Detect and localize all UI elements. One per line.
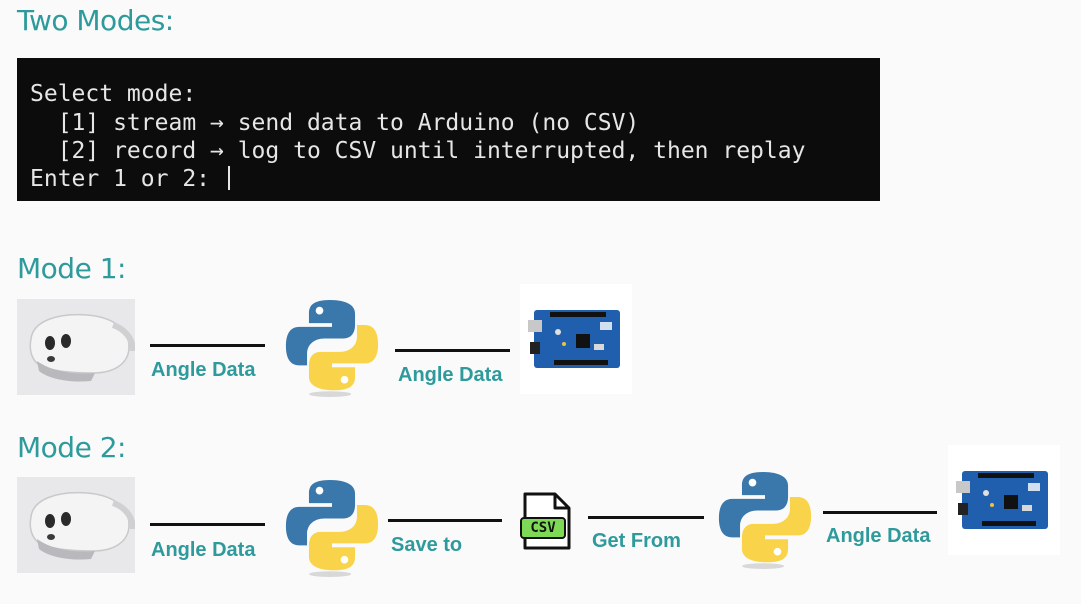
connector-line [588,516,704,519]
two-modes-heading: Two Modes: [17,4,174,37]
vr-headset-icon [17,299,135,395]
connector-line [388,519,502,522]
flow-label-angle-data: Angle Data [151,539,256,561]
csv-icon-label: CSV [530,520,556,536]
connector-line [150,344,265,347]
terminal-prompt-text: Enter 1 or 2: [30,166,224,192]
terminal-prompt-line: Enter 1 or 2: [30,165,230,193]
mode1-heading: Mode 1: [17,252,126,285]
flow-label-angle-data: Angle Data [398,364,503,386]
flow-label-angle-data: Angle Data [826,525,931,547]
terminal-line: [1] stream → send data to Arduino (no CS… [30,110,640,136]
text-cursor[interactable] [227,166,230,190]
python-logo-icon [284,296,380,402]
terminal-line: [2] record → log to CSV until interrupte… [30,138,806,164]
arduino-uno-board-icon [520,284,632,394]
flow-label-angle-data: Angle Data [151,359,256,381]
mode2-heading: Mode 2: [17,431,126,464]
connector-line [150,523,265,526]
flow-label-save-to: Save to [391,534,463,556]
connector-line [823,511,937,514]
connector-line [395,349,510,352]
flow-label-get-from: Get From [592,530,681,552]
vr-headset-icon [17,477,135,573]
python-logo-icon [717,468,813,574]
csv-file-icon: CSV [517,490,575,552]
python-logo-icon [284,476,380,582]
arduino-uno-board-icon [948,445,1060,555]
terminal-line: Select mode: [30,81,197,107]
terminal-window: Select mode: [1] stream → send data to A… [17,58,880,201]
